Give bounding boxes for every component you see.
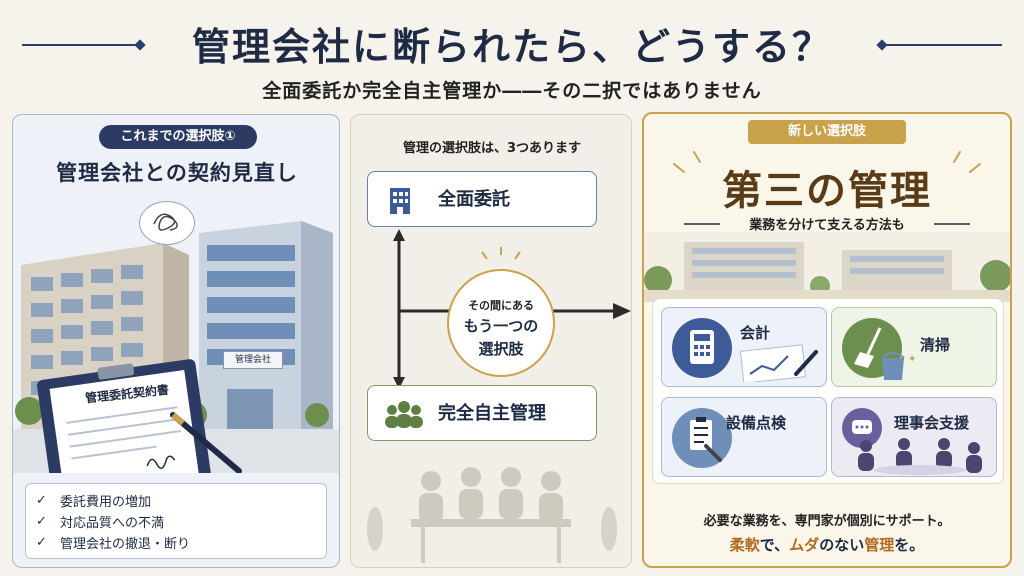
apartments-illustration <box>644 232 1010 302</box>
svg-text:✦: ✦ <box>908 354 916 365</box>
card-cleaning: ✦ 清掃 <box>831 307 997 387</box>
service-cards: 会計 ✦ 清掃 <box>652 298 1004 484</box>
card-accounting: 会計 <box>661 307 827 387</box>
group-people-icon <box>385 401 423 428</box>
title-ornament-left <box>22 44 140 46</box>
list-item: ✓ 管理会社の撤退・断り <box>36 532 316 553</box>
page-title: 管理会社に断られたら、どうする？ <box>191 24 832 69</box>
card-label: 理事会支援 <box>894 414 970 432</box>
issue-label: 委託費用の増加 <box>60 495 152 510</box>
chart-document-icon <box>740 344 818 382</box>
footer-text: のない <box>819 536 865 554</box>
left-panel: これまでの選択肢① 管理会社との契約見直し <box>12 114 340 568</box>
header: 管理会社に断られたら、どうする？ <box>0 8 1024 69</box>
worry-bubble <box>139 201 195 245</box>
highlight-flexible: 柔軟 <box>729 536 760 554</box>
center-line-1: その間にある <box>468 299 534 312</box>
right-panel: 新しい選択肢 第三の管理 業務を分けて支える方法も <box>642 112 1012 568</box>
left-tag: これまでの選択肢① <box>99 125 257 149</box>
card-board-support: 理事会支援 <box>831 397 997 477</box>
middle-panel: 管理の選択肢は、3つあります 全面委託 その間にある もう一つの 選択肢 <box>350 114 632 568</box>
scribble-icon <box>153 213 178 231</box>
middle-heading: 管理の選択肢は、3つあります <box>402 141 582 156</box>
issue-label: 管理会社の撤退・断り <box>60 537 191 552</box>
option-self-management: 完全自主管理 <box>367 385 597 441</box>
meeting-silhouette-illustration <box>367 467 617 563</box>
sparkle-rays <box>673 151 981 173</box>
option-label: 全面委託 <box>438 189 510 210</box>
issue-label: 対応品質への不満 <box>60 516 165 531</box>
office-building-icon <box>390 188 410 214</box>
meeting-icon <box>858 438 982 475</box>
right-tag: 新しい選択肢 <box>748 120 906 144</box>
card-label: 清掃 <box>920 336 951 354</box>
subtitle-rule <box>684 223 970 225</box>
middle-option-circle: その間にある もう一つの 選択肢 <box>447 269 555 377</box>
left-title: 管理会社との契約見直し <box>56 161 298 185</box>
right-title: 第三の管理 <box>722 167 932 214</box>
right-subtitle: 業務を分けて支える方法も <box>749 218 905 233</box>
clipboard-wrench-icon <box>672 408 732 468</box>
calculator-icon <box>672 318 732 378</box>
check-icon: ✓ <box>36 493 47 508</box>
card-label: 設備点検 <box>726 414 787 432</box>
check-icon: ✓ <box>36 535 47 550</box>
broom-icon <box>842 318 902 378</box>
check-icon: ✓ <box>36 514 47 529</box>
right-subtitle-wrap: 業務を分けて支える方法も <box>684 214 970 234</box>
option-full-outsourcing: 全面委託 <box>367 171 597 227</box>
title-ornament-right <box>882 44 1002 46</box>
right-footer-line1: 必要な業務を、専門家が個別にサポート。 <box>703 514 951 529</box>
right-footer-line2: 柔軟で、ムダのない管理を。 <box>644 534 1010 555</box>
center-line-2: もう一つの <box>463 317 539 335</box>
speech-bubble-icon <box>842 408 882 448</box>
card-inspection: 設備点検 <box>661 397 827 477</box>
highlight-management: 管理 <box>864 536 895 554</box>
list-item: ✓ 委託費用の増加 <box>36 490 316 511</box>
footer-text: で、 <box>759 536 790 554</box>
page-subtitle: 全面委託か完全自主管理か――その二択ではありません <box>262 80 762 102</box>
card-label: 会計 <box>740 324 771 342</box>
highlight-waste: ムダ <box>789 536 820 554</box>
issues-list: ✓ 委託費用の増加 ✓ 対応品質への不満 ✓ 管理会社の撤退・断り <box>25 483 327 559</box>
center-line-3: 選択肢 <box>478 340 524 358</box>
bucket-icon: ✦ <box>881 352 916 380</box>
building-sign: 管理会社 <box>223 351 283 369</box>
footer-text: を。 <box>894 536 925 554</box>
option-label: 完全自主管理 <box>438 403 546 424</box>
list-item: ✓ 対応品質への不満 <box>36 511 316 532</box>
